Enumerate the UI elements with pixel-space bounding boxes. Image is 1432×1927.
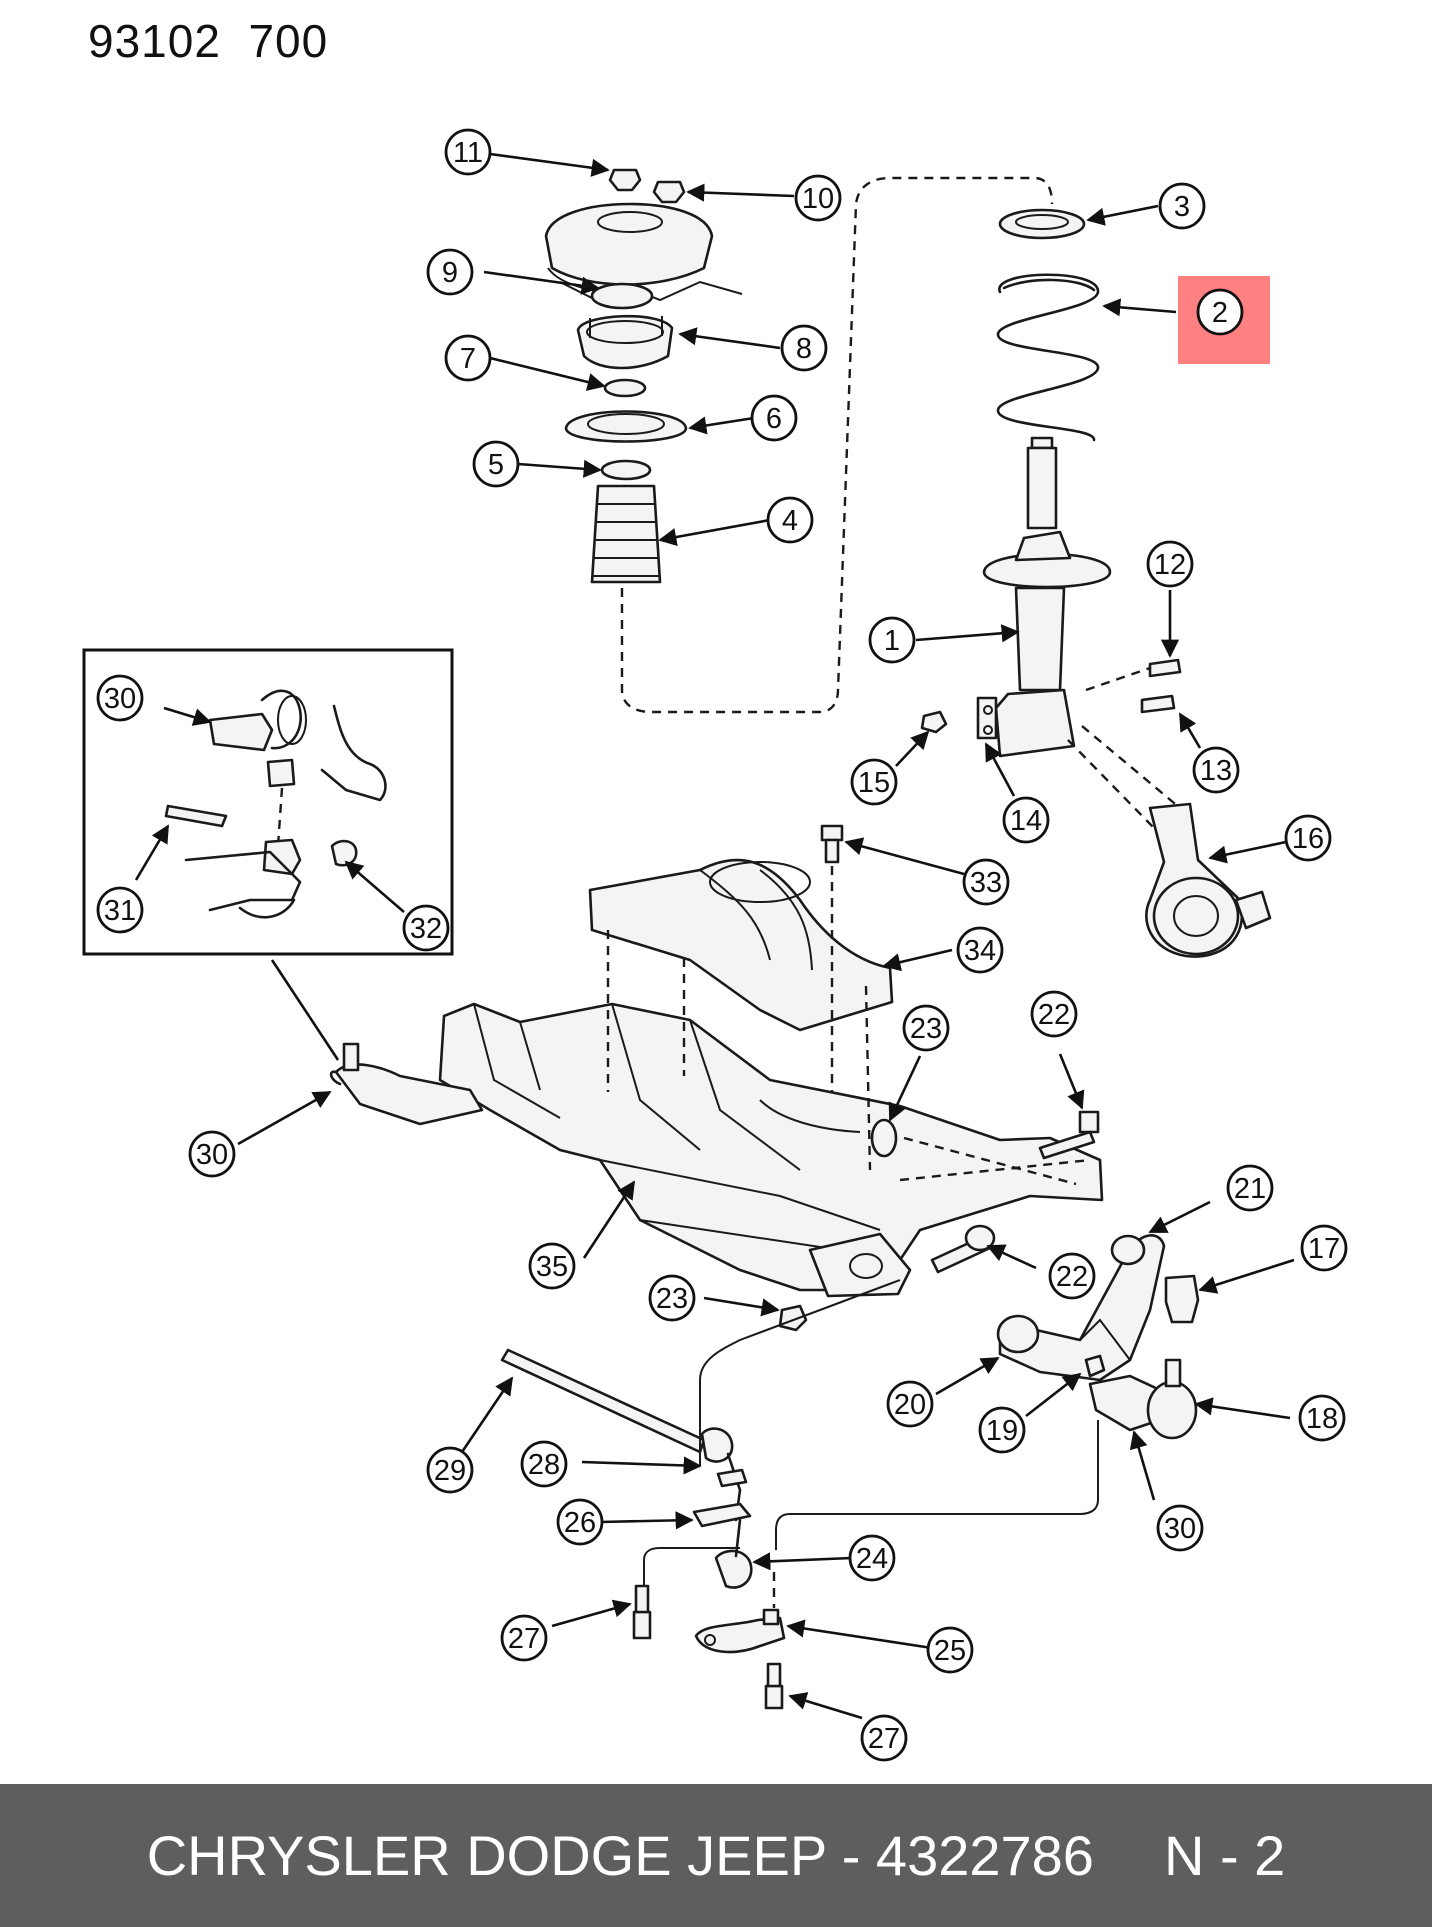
- svg-text:3: 3: [1174, 191, 1190, 223]
- callout-7[interactable]: 7: [444, 334, 492, 382]
- callout-4[interactable]: 4: [766, 496, 814, 544]
- callout-20[interactable]: 20: [886, 1380, 934, 1428]
- svg-text:33: 33: [970, 867, 1002, 899]
- svg-text:31: 31: [104, 895, 136, 927]
- parts-diagram: 1 2 3 4 5 6 7 8 9 10 11 12 13 14 15 16 1…: [82, 128, 1348, 1762]
- svg-text:29: 29: [434, 1455, 466, 1487]
- svg-text:21: 21: [1234, 1173, 1266, 1205]
- svg-text:34: 34: [964, 935, 996, 967]
- svg-text:6: 6: [766, 403, 782, 435]
- svg-text:10: 10: [802, 183, 834, 215]
- diagram-reference-code: 93102 700: [88, 15, 329, 67]
- svg-text:23: 23: [910, 1013, 942, 1045]
- strut-assembly: [920, 208, 1272, 958]
- svg-text:26: 26: [564, 1507, 596, 1539]
- svg-text:30: 30: [104, 683, 136, 715]
- svg-text:22: 22: [1038, 999, 1070, 1031]
- svg-text:19: 19: [986, 1415, 1018, 1447]
- callout-31[interactable]: 31: [96, 886, 144, 934]
- callout-23-lower[interactable]: 23: [648, 1274, 696, 1322]
- svg-text:30: 30: [1164, 1513, 1196, 1545]
- callout-19[interactable]: 19: [978, 1406, 1026, 1454]
- callout-16[interactable]: 16: [1284, 814, 1332, 862]
- callout-2[interactable]: 2: [1196, 288, 1244, 336]
- callout-6[interactable]: 6: [750, 394, 798, 442]
- crossmember-frame: [329, 824, 1200, 1550]
- callout-12[interactable]: 12: [1146, 540, 1194, 588]
- svg-text:5: 5: [488, 449, 504, 481]
- callout-34[interactable]: 34: [956, 926, 1004, 974]
- callout-13[interactable]: 13: [1192, 746, 1240, 794]
- callout-17[interactable]: 17: [1300, 1224, 1348, 1272]
- inset-parts: [164, 689, 387, 919]
- callout-30-left[interactable]: 30: [188, 1130, 236, 1178]
- svg-text:28: 28: [528, 1449, 560, 1481]
- svg-text:4: 4: [782, 505, 798, 537]
- callout-25[interactable]: 25: [926, 1626, 974, 1674]
- svg-text:9: 9: [442, 257, 458, 289]
- callout-32[interactable]: 32: [402, 904, 450, 952]
- callout-27-bottom[interactable]: 27: [860, 1714, 908, 1762]
- strut-mount-stack: [544, 168, 743, 584]
- callout-9[interactable]: 9: [426, 248, 474, 296]
- svg-text:8: 8: [796, 333, 812, 365]
- svg-text:1: 1: [884, 625, 900, 657]
- callout-23-upper[interactable]: 23: [902, 1004, 950, 1052]
- svg-text:30: 30: [196, 1139, 228, 1171]
- svg-text:24: 24: [856, 1543, 888, 1575]
- callouts: 1 2 3 4 5 6 7 8 9 10 11 12 13 14 15 16 1…: [96, 128, 1348, 1762]
- svg-text:15: 15: [858, 767, 890, 799]
- svg-text:35: 35: [536, 1251, 568, 1283]
- svg-text:2: 2: [1212, 297, 1228, 329]
- page-number: N - 2: [1163, 1824, 1286, 1887]
- svg-text:13: 13: [1200, 755, 1232, 787]
- callout-22-upper[interactable]: 22: [1030, 990, 1078, 1038]
- callout-11[interactable]: 11: [444, 128, 492, 176]
- callout-26[interactable]: 26: [556, 1498, 604, 1546]
- svg-text:7: 7: [460, 343, 476, 375]
- brand-part-number: CHRYSLER DODGE JEEP - 4322786: [146, 1824, 1094, 1887]
- leader-lines: [134, 152, 1295, 1720]
- svg-text:18: 18: [1306, 1403, 1338, 1435]
- callout-30-right[interactable]: 30: [1156, 1504, 1204, 1552]
- svg-text:11: 11: [453, 137, 483, 169]
- callout-18[interactable]: 18: [1298, 1394, 1346, 1442]
- callout-8[interactable]: 8: [780, 324, 828, 372]
- callout-24[interactable]: 24: [848, 1534, 896, 1582]
- stabilizer-bar: [500, 1279, 901, 1710]
- callout-27-left[interactable]: 27: [500, 1614, 548, 1662]
- svg-text:22: 22: [1056, 1261, 1088, 1293]
- inset-ball-joint-detail: [82, 648, 454, 956]
- callout-29[interactable]: 29: [426, 1446, 474, 1494]
- svg-text:25: 25: [934, 1635, 966, 1667]
- svg-text:14: 14: [1010, 805, 1042, 837]
- svg-text:16: 16: [1292, 823, 1324, 855]
- callout-21[interactable]: 21: [1226, 1164, 1274, 1212]
- svg-text:27: 27: [508, 1623, 540, 1655]
- svg-text:17: 17: [1308, 1233, 1340, 1265]
- svg-text:32: 32: [410, 913, 442, 945]
- footer-bar: CHRYSLER DODGE JEEP - 4322786 N - 2: [0, 1784, 1432, 1927]
- callout-10[interactable]: 10: [794, 174, 842, 222]
- callout-5[interactable]: 5: [472, 440, 520, 488]
- callout-28[interactable]: 28: [520, 1440, 568, 1488]
- callout-15[interactable]: 15: [850, 758, 898, 806]
- callout-35[interactable]: 35: [528, 1242, 576, 1290]
- callout-22-lower[interactable]: 22: [1048, 1252, 1096, 1300]
- callout-14[interactable]: 14: [1002, 796, 1050, 844]
- svg-text:12: 12: [1154, 549, 1186, 581]
- svg-text:20: 20: [894, 1389, 926, 1421]
- svg-text:27: 27: [868, 1723, 900, 1755]
- callout-30-inset[interactable]: 30: [96, 674, 144, 722]
- svg-text:23: 23: [656, 1283, 688, 1315]
- callout-33[interactable]: 33: [962, 858, 1010, 906]
- callout-3[interactable]: 3: [1158, 182, 1206, 230]
- callout-1[interactable]: 1: [868, 616, 916, 664]
